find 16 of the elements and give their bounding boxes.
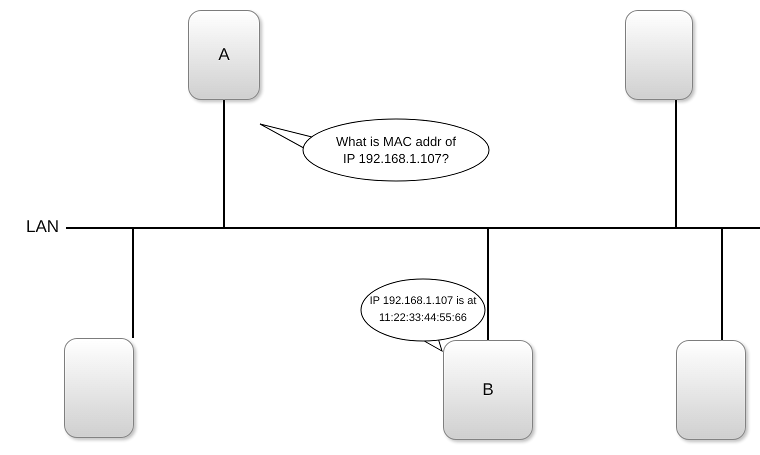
- device-box: [676, 340, 746, 440]
- network-cable: [223, 100, 225, 227]
- device-box: [64, 338, 134, 438]
- device-box: [625, 10, 693, 100]
- device-label: B: [482, 380, 494, 400]
- device-box: [443, 340, 533, 440]
- network-cable: [721, 229, 723, 340]
- device-label: A: [218, 45, 230, 65]
- bubble-text: What is MAC addr of IP 192.168.1.107?: [335, 133, 457, 167]
- network-label: LAN: [26, 217, 60, 237]
- network-cable: [132, 229, 134, 338]
- network-cable: [487, 229, 489, 340]
- device-box: [188, 10, 260, 100]
- bubble-text: IP 192.168.1.107 is at 11:22:33:44:55:66: [368, 294, 478, 326]
- lan-bus-line: [66, 227, 760, 229]
- network-cable: [675, 100, 677, 227]
